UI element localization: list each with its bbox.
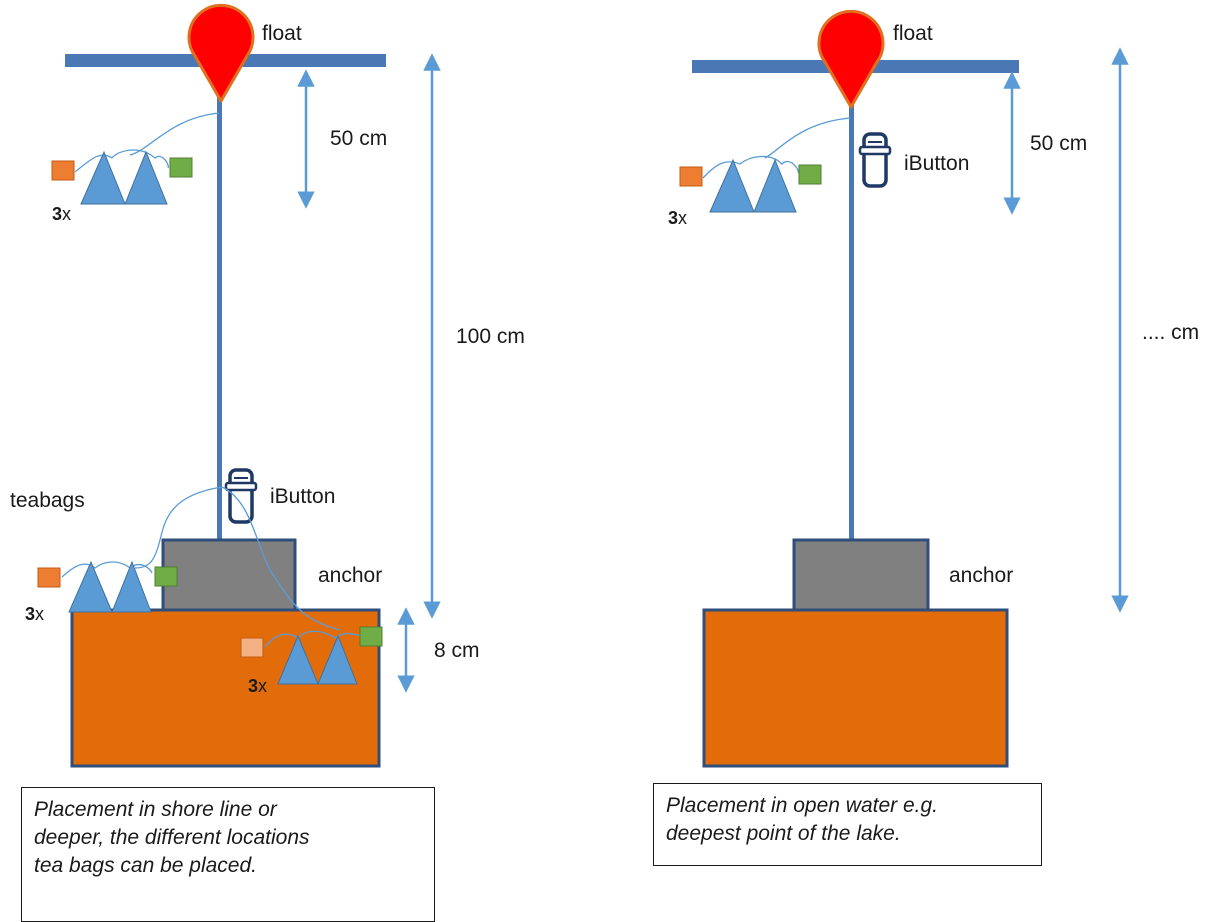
teabag-icon	[124, 150, 168, 205]
left-ibutton-label: iButton	[270, 485, 335, 508]
teabag-string	[764, 117, 852, 159]
right-total-label: .... cm	[1142, 321, 1199, 344]
green-tag-icon	[798, 164, 822, 185]
left-anchor-label: anchor	[318, 564, 382, 587]
left-anchor-block	[161, 538, 297, 612]
right-ibutton-label: iButton	[904, 152, 969, 175]
left-mid-multiplier: 3x	[25, 604, 44, 624]
teabag-icon	[709, 158, 755, 213]
right-float-label: float	[893, 22, 933, 45]
teabag-icon	[68, 560, 113, 613]
right-teabag-group: 3x	[668, 117, 852, 228]
orange-tag-icon	[679, 166, 703, 187]
teabag-icon	[317, 634, 358, 685]
right-ibutton-icon	[858, 132, 892, 188]
right-caption-text: Placement in open water e.g. deepest poi…	[666, 794, 938, 845]
teabag-string	[702, 155, 799, 179]
right-anchor-label: anchor	[949, 564, 1013, 587]
left-top-teabag-group: 3x	[51, 112, 220, 224]
teabag-string	[221, 486, 341, 631]
orange-tag-icon	[240, 637, 264, 658]
left-mid-teabag-group: 3x	[25, 560, 178, 624]
left-teabags-label: teabags	[10, 489, 85, 512]
teabag-string	[61, 561, 153, 578]
left-top-multiplier: 3x	[52, 204, 71, 224]
teabag-icon	[80, 150, 126, 205]
green-tag-icon	[359, 626, 383, 647]
left-bottom-multiplier: 3x	[248, 676, 267, 696]
right-50cm-label: 50 cm	[1030, 132, 1087, 155]
left-8cm-label: 8 cm	[434, 639, 480, 662]
left-100cm-label: 100 cm	[456, 325, 525, 348]
teabag-string	[129, 112, 220, 156]
orange-tag-icon	[51, 160, 75, 181]
left-float-icon	[187, 3, 255, 103]
left-float-label: float	[262, 22, 302, 45]
left-anchor-base	[70, 608, 381, 768]
teabag-string	[134, 486, 223, 569]
teabag-icon	[753, 158, 797, 213]
left-ibutton-icon	[224, 468, 258, 524]
green-tag-icon	[154, 566, 178, 587]
teabag-string	[74, 149, 169, 173]
left-setup: float 50 cm 100 cm 3x iButton teabags	[10, 3, 525, 768]
teabag-icon	[277, 634, 319, 685]
left-caption-text: Placement in shore line or deeper, the d…	[34, 798, 310, 877]
right-multiplier: 3x	[668, 208, 687, 228]
left-mooring-line	[217, 96, 222, 542]
right-mooring-line	[849, 100, 854, 541]
right-setup: float 50 cm .... cm iButton 3x anchor	[668, 9, 1199, 768]
right-anchor-base	[702, 608, 1009, 768]
teabag-string	[264, 630, 363, 648]
right-float-icon	[817, 9, 885, 109]
green-tag-icon	[169, 157, 193, 178]
teabag-icon	[111, 560, 152, 613]
left-bottom-teabag-group: 3x	[240, 626, 383, 696]
right-caption-box: Placement in open water e.g. deepest poi…	[653, 783, 1042, 866]
orange-tag-icon	[37, 567, 61, 588]
right-anchor-block	[792, 538, 930, 612]
left-50cm-label: 50 cm	[330, 127, 387, 150]
left-caption-box: Placement in shore line or deeper, the d…	[21, 787, 435, 922]
